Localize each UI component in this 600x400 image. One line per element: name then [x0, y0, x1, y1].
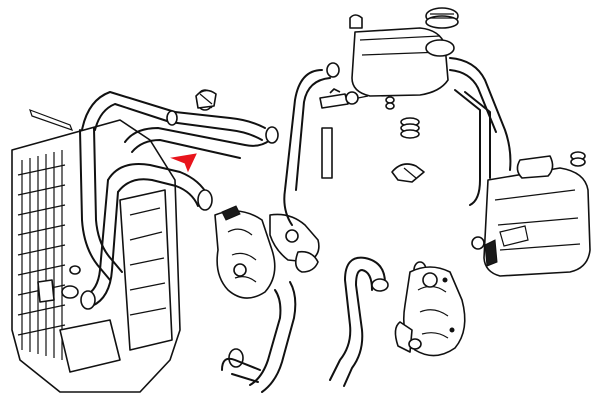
highlight-arrow-icon: [170, 153, 197, 173]
rubber-grommets-icon: [385, 96, 586, 167]
upper-hose-icon: [79, 91, 271, 307]
washer-fluid-tank-icon: [471, 155, 591, 277]
overflow-pipe-icon: [283, 62, 340, 226]
water-pump-housing-icon: [394, 266, 466, 357]
sensor-icon: [319, 88, 369, 109]
drain-plug-icon: [321, 127, 333, 179]
coolant-reservoir-icon: [349, 14, 449, 97]
reservoir-outlet-hose-icon: [449, 57, 512, 206]
bracket-clip-icon: [391, 163, 425, 183]
s-hose-icon: [329, 256, 389, 387]
thermostat-housing-icon: [214, 205, 320, 299]
reservoir-cap-icon: [425, 7, 459, 57]
radiator-icon: [11, 108, 181, 393]
lower-hose-icon: [221, 281, 297, 393]
thermostat-cap-icon: [195, 89, 217, 109]
